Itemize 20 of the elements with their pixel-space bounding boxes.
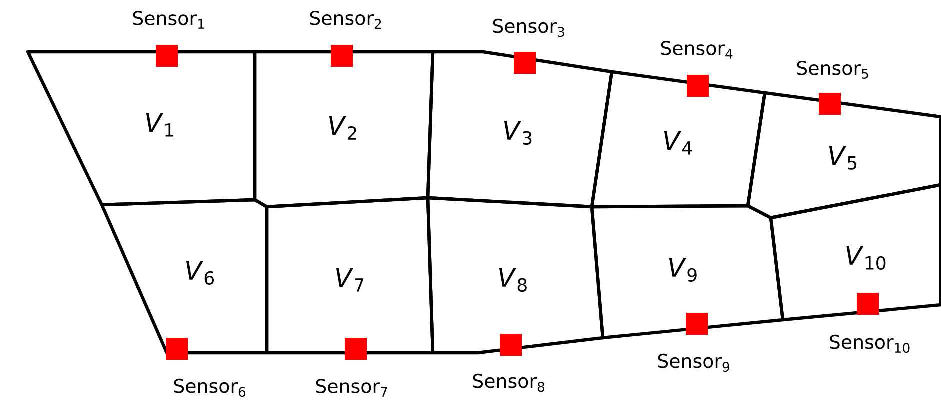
sensor-label: Sensor$_{3}$ xyxy=(493,18,564,38)
mesh-cell: V$_{4}$ xyxy=(590,70,767,209)
mesh-cell: V$_{5}$ xyxy=(746,91,941,220)
sensor-label: Sensor$_{8}$ xyxy=(473,374,545,392)
sensor-label: Sensor$_{10}$ xyxy=(830,334,910,354)
sensor-label: Sensor$_{9}$ xyxy=(658,354,730,372)
sensor-label: Sensor$_{1}$ xyxy=(133,11,204,29)
mesh-cell: V$_{10}$ xyxy=(769,183,941,322)
mesh-cell: V$_{1}$ xyxy=(26,50,257,207)
sensor-label: Sensor$_{4}$ xyxy=(661,41,733,59)
mesh-cell: V$_{9}$ xyxy=(590,204,785,340)
mesh-cell: V$_{8}$ xyxy=(426,196,605,355)
sensor-label: Sensor$_{2}$ xyxy=(310,11,382,29)
mesh-cell: V$_{3}$ xyxy=(426,50,614,209)
sensor-label: Sensor$_{7}$ xyxy=(316,379,388,397)
sensor-label: Sensor$_{6}$ xyxy=(174,378,246,398)
mesh-cell: V$_{2}$ xyxy=(253,50,435,209)
mesh-cell: V$_{6}$ xyxy=(100,198,269,355)
sensor-label: Sensor$_{5}$ xyxy=(797,61,868,79)
mesh-cell: V$_{7}$ xyxy=(265,196,435,355)
